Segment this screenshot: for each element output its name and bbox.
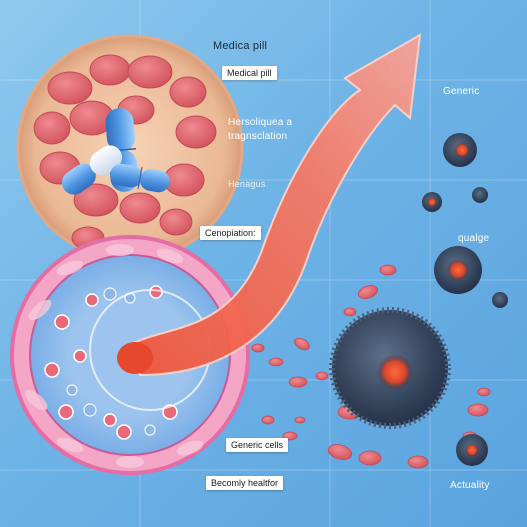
label-henagus: Henagus: [228, 179, 266, 189]
label-becomly-healthor-box: Becomly healtfor: [206, 476, 284, 490]
capsule-group: [61, 108, 170, 195]
label-medica-pill: Medica pill: [213, 40, 268, 52]
label-generic-cells-box: Generic cells: [226, 438, 289, 452]
tissue-cross-section: [16, 34, 244, 262]
label-qualge: qualge: [458, 233, 490, 244]
label-actuality: Actuality: [450, 480, 490, 491]
transformation-arrow: [117, 33, 422, 377]
large-dark-cell: [329, 307, 451, 429]
label-transclation: tragnsclation: [228, 131, 288, 142]
diseased-cells: [329, 133, 508, 466]
floating-red-cells: [251, 264, 491, 469]
label-generic: Generic: [443, 86, 480, 97]
label-medical-pill-box: Medical pill: [222, 66, 277, 80]
label-cenopiation-box: Cenopiation:: [200, 226, 261, 240]
label-hersoliquea: Hersoliquea a: [228, 117, 293, 128]
